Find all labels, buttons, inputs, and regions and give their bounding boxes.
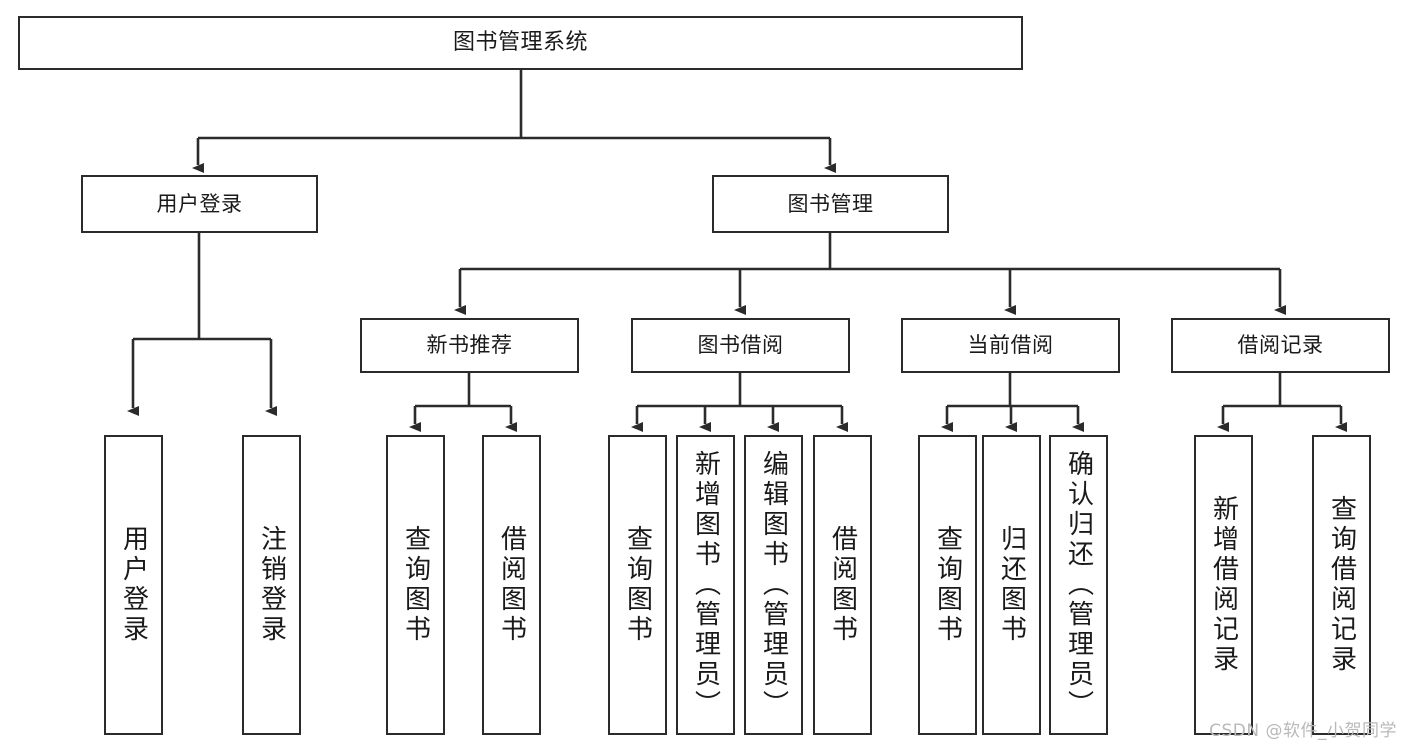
leaf-book-borrow-add-label: 新增图书（管理员） [690, 450, 721, 720]
leaf-new-book-query-label: 查询图书 [400, 525, 431, 645]
csdn-watermark: CSDN @软件_小贺同学 [1209, 721, 1397, 741]
leaf-current-borrow-return[interactable]: 归还图书 [982, 435, 1041, 735]
leaf-new-book-query[interactable]: 查询图书 [386, 435, 445, 735]
node-book-management-label: 图书管理 [787, 191, 874, 216]
node-root-system-label: 图书管理系统 [452, 30, 588, 56]
node-book-management[interactable]: 图书管理 [712, 175, 949, 233]
node-book-borrow-label: 图书借阅 [697, 333, 784, 358]
node-borrow-record[interactable]: 借阅记录 [1171, 318, 1390, 373]
leaf-book-borrow-borrow[interactable]: 借阅图书 [813, 435, 872, 735]
node-new-book-recommend[interactable]: 新书推荐 [360, 318, 579, 373]
leaf-book-borrow-add[interactable]: 新增图书（管理员） [676, 435, 735, 735]
node-book-borrow[interactable]: 图书借阅 [631, 318, 850, 373]
leaf-user-login-login-label: 用户登录 [118, 525, 149, 645]
leaf-borrow-record-query-label: 查询借阅记录 [1326, 495, 1357, 675]
leaf-book-borrow-query[interactable]: 查询图书 [608, 435, 667, 735]
node-current-borrow-label: 当前借阅 [967, 333, 1054, 358]
leaf-borrow-record-add[interactable]: 新增借阅记录 [1194, 435, 1253, 735]
leaf-new-book-borrow[interactable]: 借阅图书 [482, 435, 541, 735]
leaf-user-login-logout-label: 注销登录 [256, 525, 287, 645]
leaf-borrow-record-query[interactable]: 查询借阅记录 [1312, 435, 1371, 735]
leaf-current-borrow-confirm[interactable]: 确认归还（管理员） [1049, 435, 1108, 735]
leaf-new-book-borrow-label: 借阅图书 [496, 525, 527, 645]
leaf-borrow-record-add-label: 新增借阅记录 [1208, 495, 1239, 675]
leaf-user-login-logout[interactable]: 注销登录 [242, 435, 301, 735]
node-current-borrow[interactable]: 当前借阅 [901, 318, 1120, 373]
node-root-system[interactable]: 图书管理系统 [18, 16, 1023, 70]
leaf-current-borrow-confirm-label: 确认归还（管理员） [1063, 450, 1094, 720]
leaf-user-login-login[interactable]: 用户登录 [104, 435, 163, 735]
leaf-book-borrow-edit[interactable]: 编辑图书（管理员） [744, 435, 803, 735]
node-user-login[interactable]: 用户登录 [81, 175, 318, 233]
leaf-book-borrow-query-label: 查询图书 [622, 525, 653, 645]
leaf-current-borrow-query[interactable]: 查询图书 [918, 435, 977, 735]
node-user-login-label: 用户登录 [156, 191, 243, 216]
leaf-current-borrow-return-label: 归还图书 [996, 525, 1027, 645]
node-borrow-record-label: 借阅记录 [1237, 333, 1324, 358]
leaf-book-borrow-borrow-label: 借阅图书 [827, 525, 858, 645]
node-new-book-recommend-label: 新书推荐 [426, 333, 513, 358]
leaf-book-borrow-edit-label: 编辑图书（管理员） [758, 450, 789, 720]
leaf-current-borrow-query-label: 查询图书 [932, 525, 963, 645]
